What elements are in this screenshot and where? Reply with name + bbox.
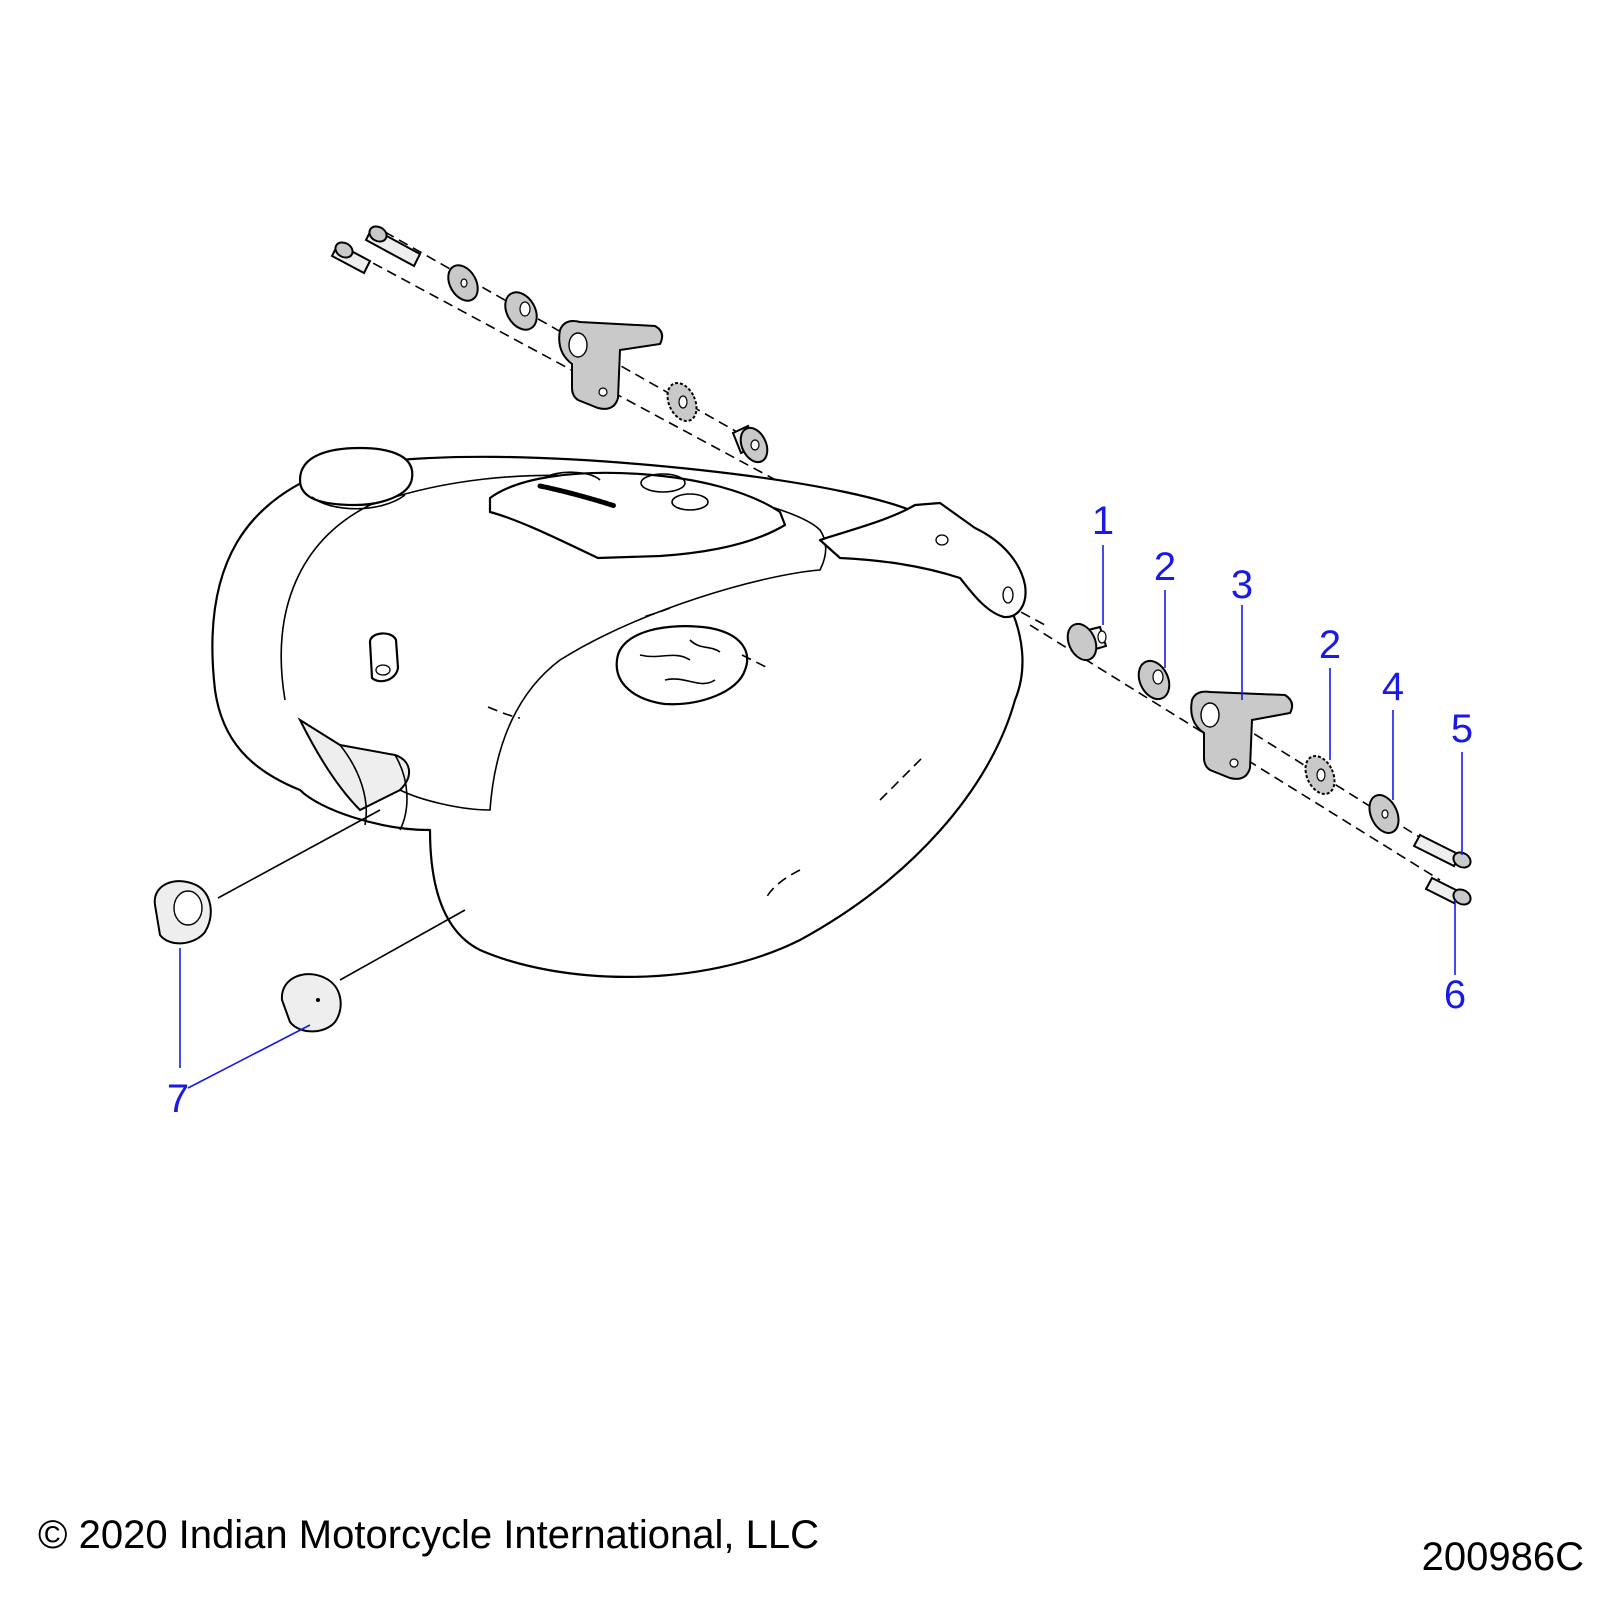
grommet-upper-guide	[217, 809, 381, 899]
part-5-bolt-long	[1412, 833, 1472, 869]
copyright-notice: © 2020 Indian Motorcycle International, …	[38, 1513, 819, 1557]
part-2-spacer-inner	[1137, 659, 1171, 701]
upper-bolt-long	[364, 225, 422, 268]
callout-2-lower: 2	[1319, 623, 1341, 667]
part-3-mounting-bracket	[1190, 690, 1294, 780]
part-2-star-washer	[1304, 755, 1336, 795]
part-7-grommet-upper	[153, 880, 212, 945]
upper-flat-washer	[447, 264, 479, 302]
callout-3: 3	[1231, 563, 1253, 607]
part-1-bushing	[1066, 622, 1108, 662]
callout-2-upper: 2	[1154, 545, 1176, 589]
part-4-flat-washer	[1368, 794, 1400, 834]
grommet-lower-guide	[339, 909, 466, 981]
upper-spacer	[504, 291, 538, 331]
upper-star-washer	[666, 382, 698, 422]
leader-7b	[187, 1024, 311, 1089]
upper-bolt-short	[330, 241, 372, 275]
fuel-tank	[211, 446, 1027, 978]
part-7-grommet-lower	[280, 973, 342, 1033]
callout-6: 6	[1444, 973, 1466, 1017]
upper-mounting-bracket	[558, 320, 664, 410]
callout-7: 7	[167, 1077, 189, 1121]
callout-5: 5	[1451, 707, 1473, 751]
callout-4: 4	[1382, 665, 1404, 709]
part-6-bolt-short	[1424, 876, 1472, 906]
callout-1: 1	[1092, 499, 1114, 543]
drawing-number: 200986C	[1422, 1535, 1584, 1579]
upper-bushing	[731, 424, 769, 464]
